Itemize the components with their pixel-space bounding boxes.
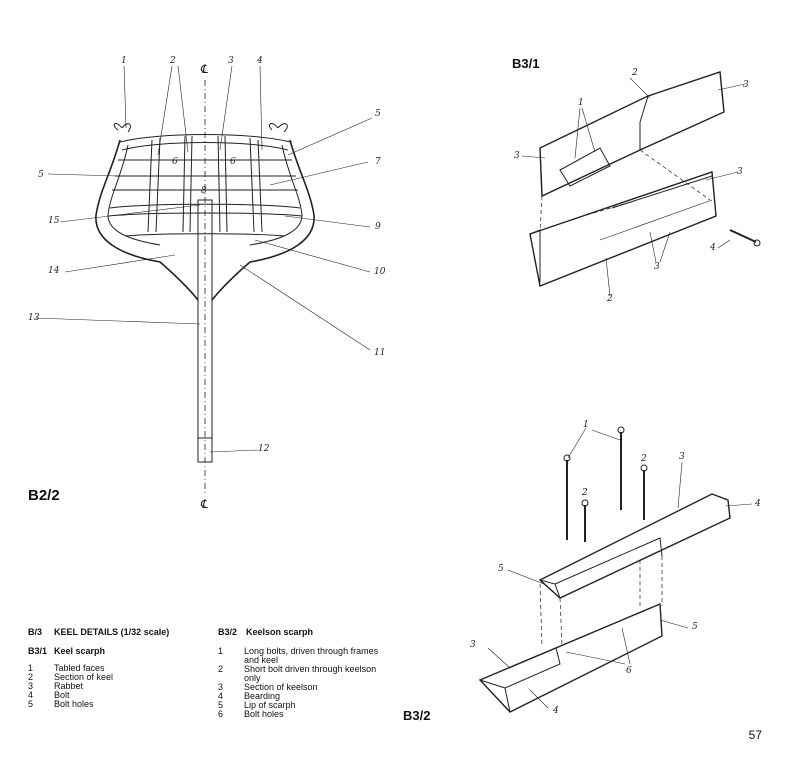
legend-text: Section of keel <box>54 672 114 682</box>
legend-num: 4 <box>28 690 34 700</box>
b31-callout: 3 <box>514 151 520 161</box>
b22-frame-drawing <box>34 65 373 495</box>
legend-num: 3 <box>28 681 34 691</box>
b22-callout: 5 <box>38 170 44 180</box>
b31-callout: 2 <box>607 294 613 304</box>
b31-keel-scarph-drawing <box>521 71 761 297</box>
b32-callout: 2 <box>641 454 647 464</box>
legend-num: 6 <box>218 709 224 719</box>
b32-callout: 4 <box>755 499 761 509</box>
legend-num: 5 <box>28 699 34 709</box>
legend-item: 4 Bolt <box>28 691 208 700</box>
legend-text: Tabled faces <box>54 663 105 673</box>
b22-callout: 14 <box>48 266 60 276</box>
centerline-mark-bottom: ℄ <box>200 497 208 511</box>
b31-callout: 3 <box>654 262 660 272</box>
b31-callout: 4 <box>710 243 716 253</box>
b22-callout: 15 <box>48 216 60 226</box>
legend-item: 5 Bolt holes <box>28 700 208 709</box>
legend-code: B/3 <box>28 627 43 637</box>
b22-callout: 5 <box>375 109 381 119</box>
legend-num: 2 <box>28 672 34 682</box>
legend-heading: Keel scarph <box>54 646 106 656</box>
b22-callout: 3 <box>228 56 234 66</box>
legend-code: B3/2 <box>218 627 238 637</box>
b22-callout: 13 <box>28 313 40 323</box>
b22-callout: 8 <box>201 186 207 196</box>
b32-callout: 2 <box>582 488 588 498</box>
b22-callout: 10 <box>374 267 386 277</box>
legend-text: Bolt holes <box>54 699 94 709</box>
legend-item: 2 Section of keel <box>28 673 208 682</box>
b22-callout: 2 <box>170 56 176 66</box>
legend-num: 2 <box>218 664 224 674</box>
b22-callout: 12 <box>258 444 270 454</box>
b22-title: B2/2 <box>28 487 60 504</box>
legend-text: Section of keelson <box>244 682 318 692</box>
legend-text: Bearding <box>244 691 281 701</box>
legend-text: Long bolts, driven through frames and ke… <box>244 646 379 665</box>
b22-callout: 7 <box>375 157 381 167</box>
legend-text: Rabbet <box>54 681 84 691</box>
legend-heading: KEEL DETAILS (1/32 scale) <box>54 627 170 637</box>
b22-callout: 1 <box>121 56 127 66</box>
legend-item: 1 Tabled faces <box>28 664 208 673</box>
legend-item: 5 Lip of scarph <box>218 701 388 710</box>
legend-text: Lip of scarph <box>244 700 296 710</box>
b31-callout: 3 <box>743 80 749 90</box>
b22-callout: 6 <box>230 157 236 167</box>
b32-keelson-scarph-drawing <box>478 426 753 713</box>
legend-code: B3/1 <box>28 646 48 656</box>
legend-text: Bolt holes <box>244 709 284 719</box>
b32-callout: 1 <box>583 420 589 430</box>
legend-b32: B3/2 Keelson scarph 1 Long bolts, driven … <box>218 628 388 719</box>
b32-callout: 4 <box>553 706 559 716</box>
legend-item: 2 Short bolt driven through keelson only <box>218 665 388 683</box>
legend-text: Bolt <box>54 690 70 700</box>
b32-title: B3/2 <box>403 708 431 723</box>
page-number: 57 <box>748 728 762 742</box>
b32-callout: 3 <box>470 640 476 650</box>
b32-callout: 5 <box>498 564 504 574</box>
legend-item: 6 Bolt holes <box>218 710 388 719</box>
b31-title: B3/1 <box>512 56 540 71</box>
legend-num: 1 <box>28 663 34 673</box>
legend-item: 3 Section of keelson <box>218 683 388 692</box>
legend-text: Short bolt driven through keelson only <box>244 664 377 683</box>
legend-num: 5 <box>218 700 224 710</box>
legend-item: 4 Bearding <box>218 692 388 701</box>
legend-num: 3 <box>218 682 224 692</box>
legend-b3: B/3 KEEL DETAILS (1/32 scale) B3/1 Keel … <box>28 628 208 709</box>
b22-callout: 9 <box>375 222 381 232</box>
b31-callout: 3 <box>737 167 743 177</box>
legend-num: 1 <box>218 646 224 656</box>
centerline-mark-top: ℄ <box>200 62 208 76</box>
legend-item: 3 Rabbet <box>28 682 208 691</box>
b22-callout: 6 <box>172 157 178 167</box>
b31-callout: 2 <box>632 68 638 78</box>
b31-callout: 1 <box>578 98 584 108</box>
b32-callout: 5 <box>692 622 698 632</box>
legend-item: 1 Long bolts, driven through frames and k… <box>218 647 388 665</box>
legend-num: 4 <box>218 691 224 701</box>
legend-heading: Keelson scarph <box>246 627 314 637</box>
b32-callout: 3 <box>679 452 685 462</box>
b32-callout: 6 <box>626 666 632 676</box>
b22-callout: 4 <box>257 56 263 66</box>
b22-callout: 11 <box>374 348 386 358</box>
